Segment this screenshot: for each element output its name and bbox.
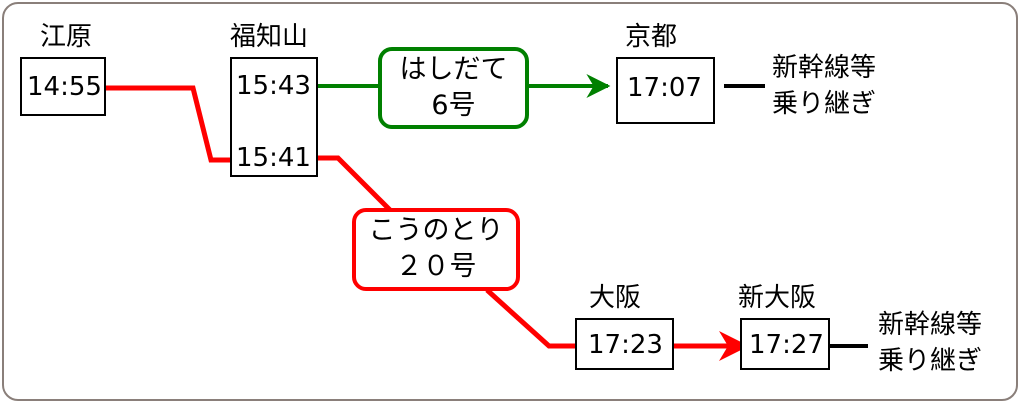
time-fukuchiyama-arrival: 15:43 [236,71,311,101]
time-box-fukuchiyama [230,57,318,177]
time-box-egahara [20,57,106,116]
station-name-shin-osaka: 新大阪 [738,283,817,313]
time-osaka: 17:23 [588,330,663,360]
station-name-kyoto: 京都 [625,22,678,52]
transfer-note-shin-osaka-line2: 乗り継ぎ [878,346,983,376]
transfer-note-kyoto-line1: 新幹線等 [772,53,877,83]
time-egahara: 14:55 [27,72,102,102]
red-route-to-kounotori [318,155,397,217]
station-name-fukuchiyama: 福知山 [230,22,309,52]
train-number-hashidate: 6号 [431,90,476,121]
red-route-to-osaka [485,288,575,349]
transfer-note-kyoto-line2: 乗り継ぎ [772,89,877,119]
time-shin-osaka: 17:27 [749,330,824,360]
transfer-note-shin-osaka: 新幹線等 乗り継ぎ [878,307,982,379]
transfer-note-shin-osaka-line1: 新幹線等 [878,310,983,340]
time-kyoto: 17:07 [627,73,702,103]
time-fukuchiyama-departure: 15:41 [236,143,311,173]
station-name-osaka: 大阪 [589,283,642,313]
train-box-kounotori: こうのとり ２０号 [352,208,520,291]
transfer-note-kyoto: 新幹線等 乗り継ぎ [772,50,876,122]
time-box-kyoto [616,57,715,124]
station-name-egahara: 江原 [40,22,93,52]
time-box-shin-osaka [740,318,830,370]
red-route-egahara-fukuchiyama [106,85,235,163]
train-name-hashidate: はしだて [399,54,508,85]
train-name-kounotori: こうのとり [368,215,504,246]
train-number-kounotori: ２０号 [395,251,477,282]
train-box-hashidate: はしだて 6号 [378,47,529,129]
time-box-osaka [575,318,674,370]
